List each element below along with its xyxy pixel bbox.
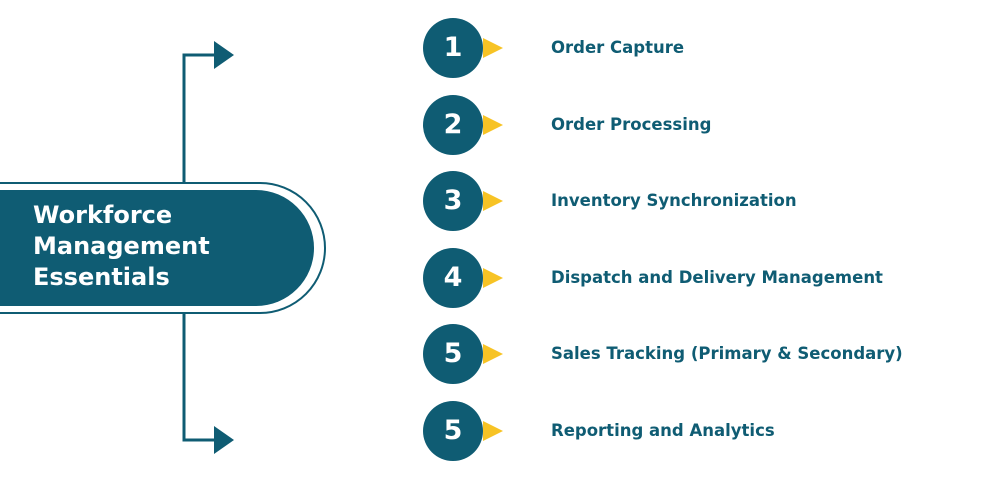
arrow-right-icon — [214, 41, 234, 69]
step-item: 3 Inventory Synchronization — [423, 171, 893, 231]
pointer-triangle-icon — [483, 38, 503, 58]
step-label: Reporting and Analytics — [551, 421, 775, 440]
pointer-triangle-icon — [483, 344, 503, 364]
main-topic-pill — [0, 190, 314, 306]
step-item: 2 Order Processing — [423, 95, 893, 155]
step-number-badge: 1 — [423, 18, 483, 78]
step-number-badge: 4 — [423, 248, 483, 308]
step-number-badge: 5 — [423, 324, 483, 384]
main-topic-title: Workforce Management Essentials — [33, 201, 210, 291]
upper-connector-line — [182, 53, 214, 182]
step-item: 1 Order Capture — [423, 18, 893, 78]
arrow-right-icon — [214, 426, 234, 454]
step-item: 5 Reporting and Analytics — [423, 401, 893, 461]
step-item: 4 Dispatch and Delivery Management — [423, 248, 893, 308]
step-label: Order Capture — [551, 38, 685, 57]
step-label: Order Processing — [551, 115, 712, 134]
pointer-triangle-icon — [483, 268, 503, 288]
pointer-triangle-icon — [483, 115, 503, 135]
step-label: Sales Tracking (Primary & Secondary) — [551, 344, 903, 363]
step-number-badge: 3 — [423, 171, 483, 231]
pointer-triangle-icon — [483, 191, 503, 211]
pointer-triangle-icon — [483, 421, 503, 441]
step-label: Inventory Synchronization — [551, 191, 797, 210]
step-number-badge: 5 — [423, 401, 483, 461]
lower-connector-line — [182, 314, 214, 442]
step-label: Dispatch and Delivery Management — [551, 268, 883, 287]
step-number-badge: 2 — [423, 95, 483, 155]
step-item: 5 Sales Tracking (Primary & Secondary) — [423, 324, 903, 384]
